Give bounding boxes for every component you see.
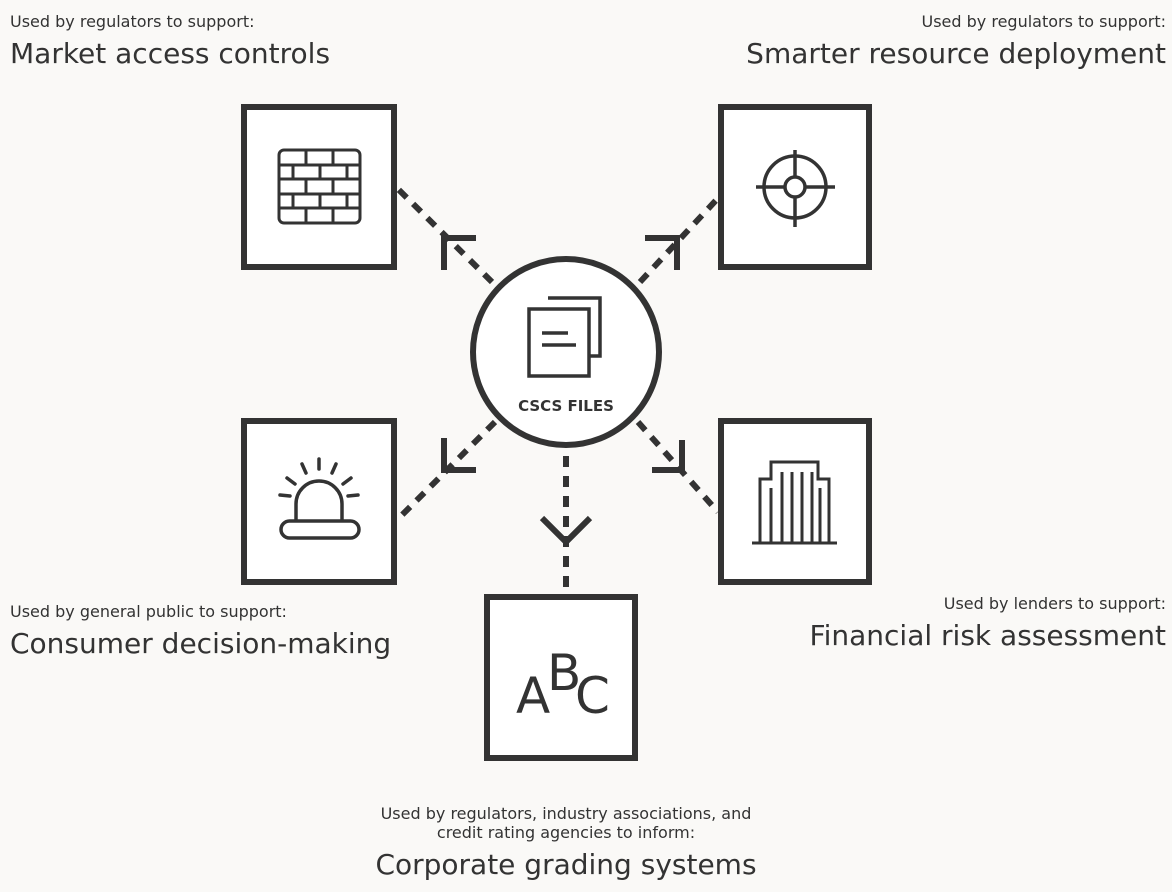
arrowhead-market-access [441, 235, 476, 270]
hub-label: CSCS FILES [518, 397, 614, 415]
alarm-light-icon [278, 457, 361, 540]
title-corporate-grading: Corporate grading systems [375, 848, 757, 882]
crosshair-icon [756, 150, 835, 227]
context-corporate-grading-line2: credit rating agencies to inform: [436, 823, 696, 843]
arrowhead-consumer-decision [441, 438, 476, 473]
node-consumer-decision [241, 418, 397, 585]
documents-icon [527, 296, 602, 378]
node-resource-deployment [718, 104, 872, 270]
label-consumer-decision: Used by general public to support: Consu… [10, 602, 391, 661]
brick-wall-icon [277, 148, 362, 225]
arrowhead-corporate-grading [539, 515, 593, 547]
context-market-access: Used by regulators to support: [10, 12, 255, 31]
title-consumer-decision: Consumer decision-making [10, 627, 392, 661]
connector-market-access [392, 183, 495, 285]
title-financial-risk: Financial risk assessment [809, 619, 1166, 653]
node-market-access [241, 104, 397, 270]
node-financial-risk [718, 418, 872, 585]
context-corporate-grading-line1: Used by regulators, industry association… [380, 804, 752, 823]
label-market-access: Used by regulators to support: Market ac… [10, 12, 330, 71]
context-consumer-decision: Used by general public to support: [10, 602, 287, 621]
city-building-icon [752, 460, 837, 545]
abc-letter-a: A [516, 667, 550, 725]
label-resource-deployment: Used by regulators to support: Smarter r… [746, 12, 1166, 71]
context-resource-deployment: Used by regulators to support: [921, 12, 1167, 31]
title-market-access: Market access controls [10, 37, 331, 71]
label-financial-risk: Used by lenders to support: Financial ri… [810, 594, 1166, 653]
abc-letters-icon: A B C [516, 644, 610, 725]
title-resource-deployment: Smarter resource deployment [746, 37, 1166, 71]
label-corporate-grading: Used by regulators, industry association… [266, 804, 866, 882]
arrowhead-resource-deployment [645, 235, 680, 270]
node-corporate-grading: A B C [484, 594, 638, 761]
hub-node: CSCS FILES [470, 256, 662, 448]
arrowhead-financial-risk [652, 440, 685, 473]
abc-letter-b: B [547, 644, 581, 702]
context-financial-risk: Used by lenders to support: [943, 594, 1166, 613]
abc-letter-c: C [575, 667, 610, 725]
